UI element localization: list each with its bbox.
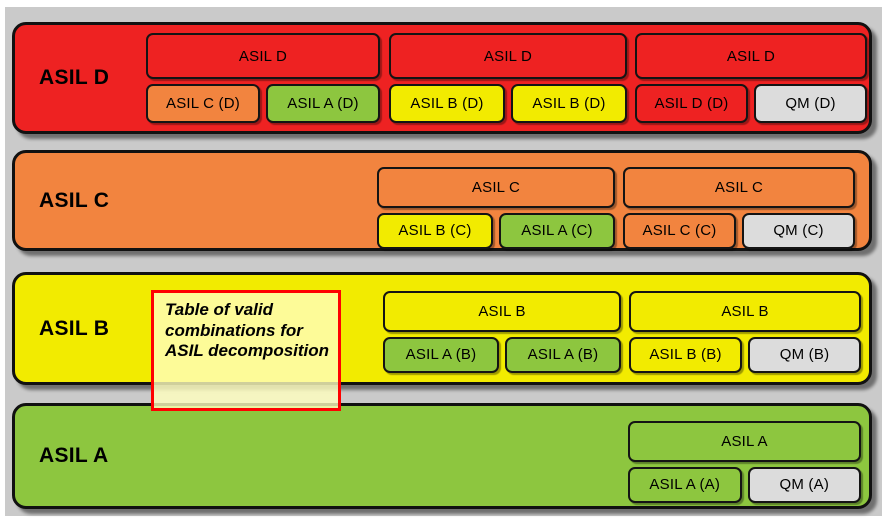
parent-box-d-3: ASIL D (635, 33, 867, 79)
children-row-d-1: ASIL C (D) ASIL A (D) (146, 84, 380, 123)
asil-row-b: ASIL B ASIL B ASIL A (B) ASIL A (B) ASIL… (12, 272, 872, 385)
decomposition-group-d-2: ASIL D ASIL B (D) ASIL B (D) (389, 33, 627, 123)
child-box-qm-b: QM (B) (748, 336, 861, 373)
asil-row-c: ASIL C ASIL C ASIL B (C) ASIL A (C) ASIL… (12, 150, 872, 251)
child-box-asil-b-c: ASIL B (C) (377, 212, 493, 249)
callout-box: Table of valid combinations for ASIL dec… (151, 290, 341, 411)
child-box-asil-d-d: ASIL D (D) (635, 84, 748, 123)
child-box-qm-d: QM (D) (754, 84, 867, 123)
child-box-asil-b-d-1: ASIL B (D) (389, 84, 505, 123)
child-box-asil-b-d-2: ASIL B (D) (511, 84, 627, 123)
children-row-c-1: ASIL B (C) ASIL A (C) (377, 212, 615, 249)
parent-box-b-1: ASIL B (383, 291, 621, 332)
child-box-asil-c-d: ASIL C (D) (146, 84, 260, 123)
children-row-c-2: ASIL C (C) QM (C) (623, 212, 855, 249)
children-row-d-3: ASIL D (D) QM (D) (635, 84, 867, 123)
row-label-asil-a: ASIL A (39, 444, 109, 467)
row-label-asil-b: ASIL B (39, 316, 110, 340)
decomposition-group-b-2: ASIL B ASIL B (B) QM (B) (629, 291, 861, 373)
children-row-d-2: ASIL B (D) ASIL B (D) (389, 84, 627, 123)
decomposition-group-c-2: ASIL C ASIL C (C) QM (C) (623, 167, 855, 249)
children-row-b-1: ASIL A (B) ASIL A (B) (383, 336, 621, 373)
child-box-asil-a-c: ASIL A (C) (499, 212, 615, 249)
asil-row-d: ASIL D ASIL D ASIL C (D) ASIL A (D) ASIL… (12, 22, 872, 134)
asil-row-a: ASIL A ASIL A ASIL A (A) QM (A) (12, 403, 872, 509)
row-label-asil-c: ASIL C (39, 188, 110, 212)
children-row-a-1: ASIL A (A) QM (A) (628, 466, 861, 503)
parent-box-b-2: ASIL B (629, 291, 861, 332)
child-box-asil-c-c: ASIL C (C) (623, 212, 736, 249)
child-box-qm-c: QM (C) (742, 212, 855, 249)
child-box-asil-b-b: ASIL B (B) (629, 336, 742, 373)
decomposition-group-c-1: ASIL C ASIL B (C) ASIL A (C) (377, 167, 615, 249)
decomposition-group-d-3: ASIL D ASIL D (D) QM (D) (635, 33, 867, 123)
parent-box-a-1: ASIL A (628, 421, 861, 462)
child-box-asil-a-a: ASIL A (A) (628, 466, 742, 503)
child-box-qm-a: QM (A) (747, 466, 861, 503)
parent-box-c-1: ASIL C (377, 167, 615, 208)
decomposition-group-b-1: ASIL B ASIL A (B) ASIL A (B) (383, 291, 621, 373)
child-box-asil-a-b-1: ASIL A (B) (383, 336, 499, 373)
parent-box-d-2: ASIL D (389, 33, 627, 79)
decomposition-group-d-1: ASIL D ASIL C (D) ASIL A (D) (146, 33, 380, 123)
parent-box-d-1: ASIL D (146, 33, 380, 79)
children-row-b-2: ASIL B (B) QM (B) (629, 336, 861, 373)
row-label-asil-d: ASIL D (39, 66, 110, 89)
decomposition-group-a-1: ASIL A ASIL A (A) QM (A) (628, 421, 861, 503)
parent-box-c-2: ASIL C (623, 167, 855, 208)
child-box-asil-a-b-2: ASIL A (B) (505, 336, 621, 373)
child-box-asil-a-d: ASIL A (D) (266, 84, 380, 123)
